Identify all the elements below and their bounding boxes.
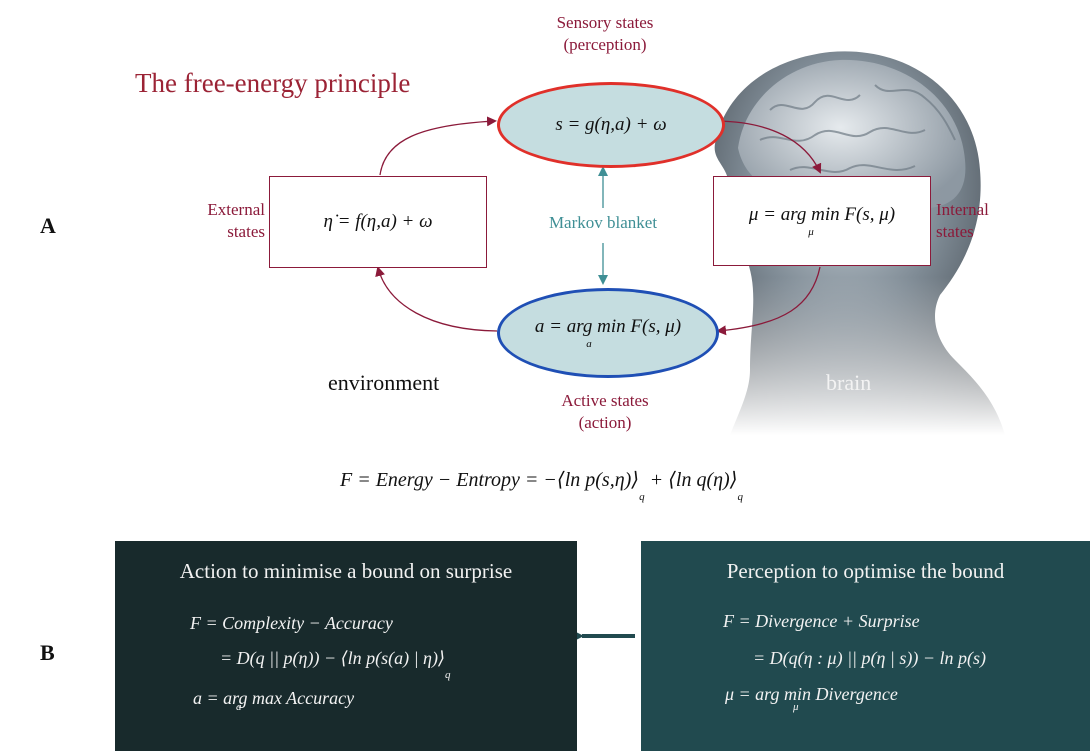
active-equation: a = arg min F(s, μ) xyxy=(534,316,682,337)
arrow-active-to-external xyxy=(375,266,498,332)
internal-equation: μ = arg min F(s, μ) xyxy=(748,204,896,225)
arrow-sensory-to-internal xyxy=(717,120,822,174)
brain-label: brain xyxy=(826,370,872,395)
internal-equation-subscript: μ xyxy=(808,226,814,238)
panel-letter-b: B xyxy=(40,640,55,665)
active-equation-subscript: a xyxy=(586,338,592,350)
sensory-equation: s = g(η,a) + ω xyxy=(555,114,667,135)
action-panel: Action to minimise a bound on surprise F… xyxy=(115,541,577,751)
action-line-3-subscript: a xyxy=(236,701,242,713)
action-line-1: F = Complexity − Accuracy xyxy=(190,613,393,633)
diagram-title: The free-energy principle xyxy=(135,68,411,98)
external-states-box: η̇ = f(η,a) + ω xyxy=(269,176,487,268)
environment-label: environment xyxy=(328,370,440,395)
sensory-states-label: Sensory states (perception) xyxy=(556,13,654,54)
action-line-3: a = arg max Accuracy xyxy=(193,688,355,708)
sensory-states-ellipse: s = g(η,a) + ω xyxy=(497,82,725,168)
perception-line-3-subscript: μ xyxy=(793,701,799,713)
perception-line-1: F = Divergence + Surprise xyxy=(723,611,920,631)
external-states-label: External states xyxy=(207,200,265,241)
perception-line-2: = D(q(η : μ) || p(η | s)) − ln p(s) xyxy=(753,648,986,668)
internal-states-box: μ = arg min F(s, μ) μ xyxy=(713,176,931,266)
arrow-external-to-sensory xyxy=(379,116,497,176)
external-equation: η̇ = f(η,a) + ω xyxy=(323,211,433,232)
active-states-label: Active states (action) xyxy=(561,391,649,432)
action-line-2: = D(q || p(η)) − ⟨ln p(s(a) | η)⟩q xyxy=(220,648,451,681)
perception-panel-title: Perception to optimise the bound xyxy=(726,559,1005,583)
active-states-ellipse: a = arg min F(s, μ) a xyxy=(497,288,719,378)
internal-states-label: Internal states xyxy=(936,200,989,241)
markov-blanket-label: Markov blanket xyxy=(548,213,658,232)
action-panel-title: Action to minimise a bound on surprise xyxy=(179,559,513,583)
arrow-internal-to-active xyxy=(716,266,821,336)
panel-letter-a: A xyxy=(40,213,56,238)
perception-line-3: μ = arg min Divergence xyxy=(725,684,898,704)
perception-panel: Perception to optimise the bound F = Div… xyxy=(641,541,1090,751)
free-energy-equation: F = Energy − Entropy = −⟨ln p(s,η)⟩q + ⟨… xyxy=(340,469,743,503)
